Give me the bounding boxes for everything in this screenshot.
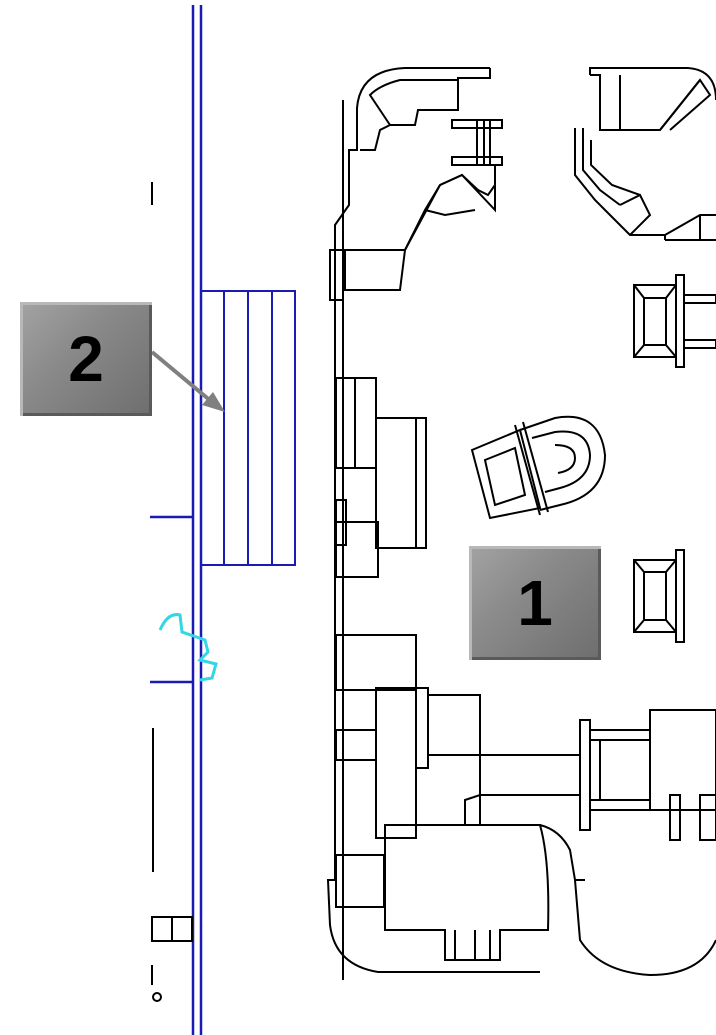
marker-label-2: 2 [20, 302, 152, 416]
chair-right-upper [633, 274, 716, 368]
left-margin-marks [151, 182, 193, 1002]
boundary-walls [150, 5, 203, 1035]
stair-block [200, 290, 296, 566]
room-outline [326, 67, 716, 980]
door-swing-icon [158, 613, 218, 682]
corner-seat-top-right [574, 74, 716, 241]
marker-label-1: 1 [469, 546, 601, 660]
corner-seat-top-left [344, 68, 503, 291]
pointer-arrow [150, 350, 225, 412]
chair-right-lower [633, 549, 685, 643]
lower-seating [384, 709, 716, 961]
left-cabinets [335, 377, 481, 908]
swivel-chair [470, 415, 607, 520]
